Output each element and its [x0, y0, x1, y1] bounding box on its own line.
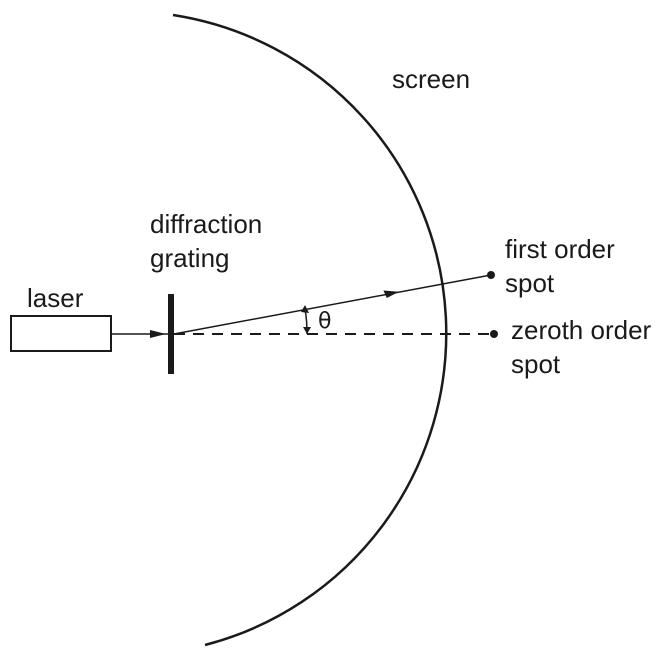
laser-box [10, 315, 112, 352]
diffraction-grating-bar [168, 294, 174, 374]
first-order-spot-dot [487, 271, 495, 279]
grating-label-line2: grating [150, 243, 230, 273]
zeroth-order-label-line2: spot [511, 349, 561, 379]
screen-label: screen [392, 64, 470, 94]
angle-arc-arrow-top-icon [301, 305, 309, 313]
grating-label-line1: diffraction [150, 209, 262, 239]
incident-beam-arrow-icon [150, 330, 166, 338]
zeroth-order-label-line1: zeroth order [511, 315, 652, 345]
laser-label: laser [27, 283, 84, 313]
first-order-ray [173, 274, 492, 335]
zeroth-order-spot-dot [490, 330, 498, 338]
first-order-label-line1: first order [505, 234, 615, 264]
angle-theta-label: θ [318, 309, 331, 334]
first-order-label-line2: spot [505, 268, 555, 298]
screen-arc [172, 13, 448, 647]
first-order-ray-arrow-icon [383, 290, 399, 299]
angle-arc-arrow-bottom-icon [303, 327, 311, 334]
